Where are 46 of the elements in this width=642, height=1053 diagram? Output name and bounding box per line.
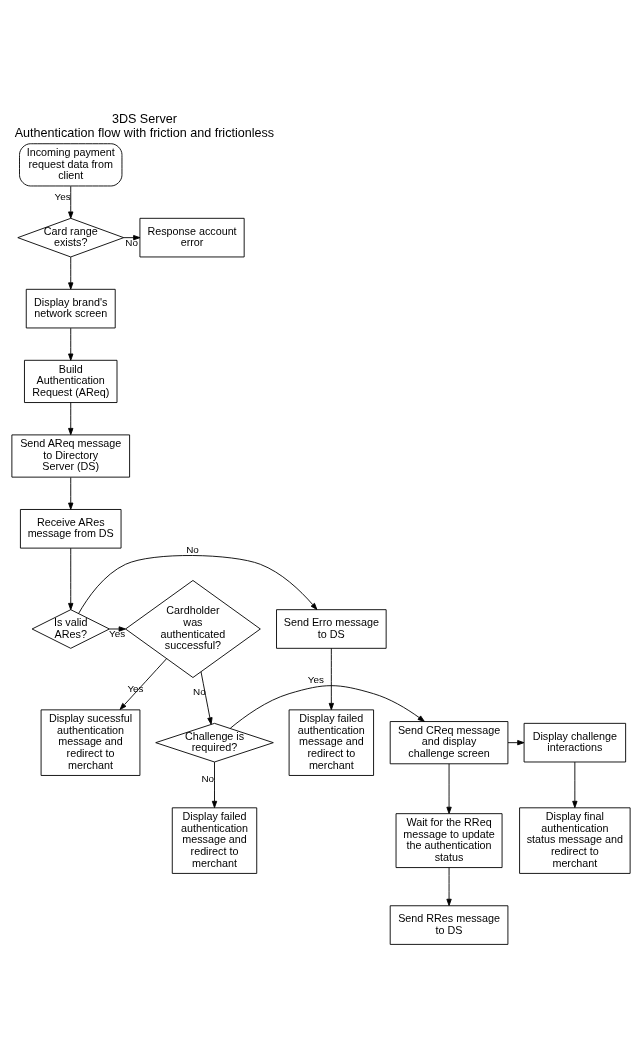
arrow: [229, 684, 425, 729]
edge-label: Yes: [127, 682, 144, 694]
node-box: Display challenge interactions: [523, 722, 627, 762]
node-box: Send AReq message to Directory Server (DS): [11, 433, 131, 478]
node-box: Display final authentication status message and redirect to merchant: [519, 806, 631, 874]
arrow: [68, 476, 74, 510]
node-box: Display brand's network screen: [25, 288, 116, 328]
node-box: Response account error: [139, 217, 245, 257]
node-box: Display failed authentication message and redirect to merchant: [171, 806, 258, 874]
node-box: Receive ARes message from DS: [19, 508, 122, 549]
edge-label: No: [201, 772, 215, 784]
node-box: Send CReq message and display challenge screen: [389, 720, 509, 764]
node-box: Build Authentication Request (AReq): [24, 359, 118, 403]
edge-label: Yes: [307, 673, 324, 685]
arrow: [507, 739, 525, 745]
arrow: [572, 761, 578, 808]
node-diamond: Card range exists?: [17, 217, 125, 257]
arrow: [68, 256, 74, 290]
node-box: Send RRes message to DS: [389, 904, 509, 945]
arrow: [68, 401, 74, 435]
diagram-title: 3DS Server: [111, 111, 177, 126]
node-box: Wait for the RReq message to update the authentication status: [395, 812, 503, 868]
arrow: [68, 185, 74, 219]
edge-label: No: [193, 685, 206, 697]
arrow: [446, 763, 452, 814]
arrow: [119, 657, 167, 710]
arrow: [78, 554, 318, 614]
arrow: [200, 670, 213, 725]
arrow: [211, 761, 218, 808]
arrow: [123, 234, 141, 240]
caption: Authentication flow with friction and frictionless: [14, 125, 275, 140]
node-diamond: Is valid ARes?: [31, 608, 110, 649]
node-diamond: Cardholder was authenticated successful?: [125, 579, 261, 678]
arrow: [68, 547, 74, 610]
node-box: Display sucessful authentication message and redirect to merchant: [40, 708, 141, 776]
arrow: [446, 866, 452, 906]
edge-label: No: [186, 543, 199, 555]
arrow: [108, 625, 126, 632]
arrow: [328, 647, 334, 710]
node-box: Send Erro message to DS: [276, 608, 387, 649]
node-box: Incoming payment request data from client: [19, 142, 123, 186]
node-diamond: Challenge is required?: [155, 722, 274, 762]
edge-label: No: [125, 236, 138, 248]
edge-label: Yes: [109, 627, 126, 639]
node-box: Display failed authentication message and redirect to merchant: [288, 708, 374, 776]
arrow: [68, 327, 74, 361]
